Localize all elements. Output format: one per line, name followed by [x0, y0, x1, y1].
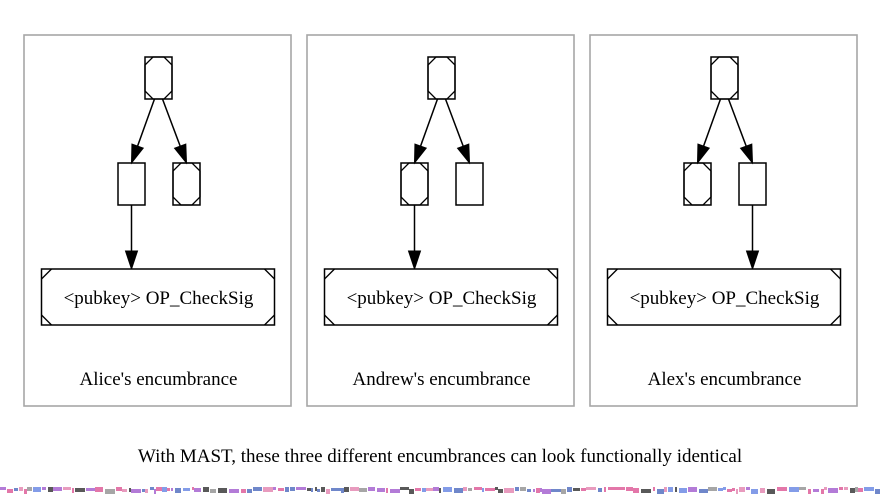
edge-arrow — [696, 98, 722, 165]
edge-arrow — [727, 98, 754, 165]
script-leaf-node: <pubkey> OP_CheckSig — [323, 268, 559, 326]
root-hash-node — [427, 56, 456, 100]
script-child-node — [455, 162, 484, 206]
footer-caption: With MAST, these three different encumbr… — [138, 446, 742, 467]
root-hash-node — [710, 56, 739, 100]
hash-child-node — [172, 162, 201, 206]
edge-arrow — [413, 98, 439, 165]
edge-arrow — [130, 98, 156, 165]
panel-caption: Alice's encumbrance — [80, 369, 238, 390]
edge-arrow — [161, 98, 188, 165]
hash-child-node — [400, 162, 429, 206]
panel-caption: Andrew's encumbrance — [352, 369, 530, 390]
edge-arrow — [745, 205, 760, 271]
script-leaf-node: <pubkey> OP_CheckSig — [40, 268, 276, 326]
edge-arrow — [407, 205, 422, 271]
script-child-node — [117, 162, 146, 206]
leaf-script-label: <pubkey> OP_CheckSig — [347, 288, 537, 309]
edge-arrow — [124, 205, 139, 271]
panel-caption: Alex's encumbrance — [648, 369, 802, 390]
script-child-node — [738, 162, 767, 206]
leaf-script-label: <pubkey> OP_CheckSig — [64, 288, 254, 309]
hash-child-node — [683, 162, 712, 206]
script-leaf-node: <pubkey> OP_CheckSig — [606, 268, 842, 326]
leaf-script-label: <pubkey> OP_CheckSig — [630, 288, 820, 309]
bottom-decorative-strip — [0, 487, 880, 494]
root-hash-node — [144, 56, 173, 100]
edge-arrow — [444, 98, 471, 165]
